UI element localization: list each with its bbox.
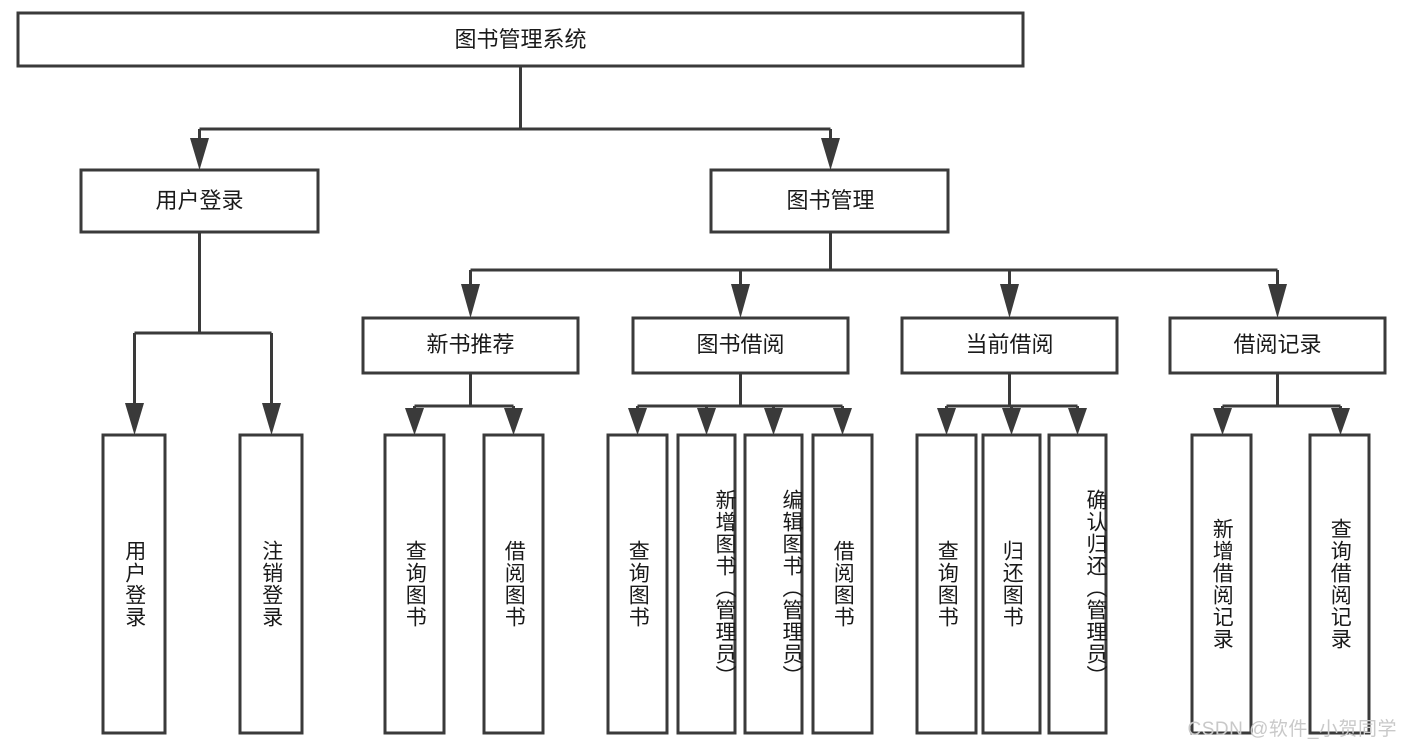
node-leaf-query-book-borrow[interactable] xyxy=(606,433,669,735)
node-root-label: 图书管理系统 xyxy=(454,27,586,52)
node-leaf-confirm-return-admin[interactable] xyxy=(1047,433,1108,735)
node-book-borrow[interactable] xyxy=(631,316,850,375)
connector-bookmgmt-to-level3 xyxy=(461,232,1287,318)
connector-userlogin-to-leaves xyxy=(125,232,281,435)
node-new-book-recommend[interactable] xyxy=(361,316,580,375)
node-borrow-record[interactable] xyxy=(1168,316,1387,375)
connector-bookborrow-to-leaves xyxy=(628,373,852,435)
node-book-borrow-label: 图书借阅 xyxy=(696,332,784,357)
node-leaf-add-borrow-record[interactable] xyxy=(1190,433,1253,735)
node-root[interactable] xyxy=(16,11,1025,68)
node-leaf-query-book-rec[interactable] xyxy=(383,433,446,735)
connector-newbook-to-leaves xyxy=(405,373,523,435)
node-leaf-return-book[interactable] xyxy=(981,433,1042,735)
node-current-borrow-label: 当前借阅 xyxy=(965,332,1053,357)
connector-currentborrow-to-leaves xyxy=(937,373,1087,435)
connector-root-to-level2 xyxy=(190,66,840,170)
watermark-text: CSDN @软件_小贺同学 xyxy=(1187,719,1397,740)
node-leaf-add-book-admin[interactable] xyxy=(676,433,737,735)
node-user-login-label: 用户登录 xyxy=(155,188,243,213)
node-leaf-user-login[interactable] xyxy=(101,433,167,735)
node-leaf-query-borrow-record[interactable] xyxy=(1308,433,1371,735)
node-leaf-query-book-current[interactable] xyxy=(915,433,978,735)
node-user-login[interactable] xyxy=(79,168,320,234)
node-new-book-recommend-label: 新书推荐 xyxy=(426,332,514,357)
node-book-management[interactable] xyxy=(709,168,950,234)
node-book-management-label: 图书管理 xyxy=(786,188,874,213)
connector-borrowrecord-to-leaves xyxy=(1213,373,1350,435)
node-leaf-edit-book-admin[interactable] xyxy=(743,433,804,735)
node-leaf-borrow-book[interactable] xyxy=(811,433,874,735)
node-leaf-borrow-book-rec[interactable] xyxy=(482,433,545,735)
node-leaf-user-logout[interactable] xyxy=(238,433,304,735)
node-current-borrow[interactable] xyxy=(900,316,1119,375)
node-borrow-record-label: 借阅记录 xyxy=(1233,332,1321,357)
